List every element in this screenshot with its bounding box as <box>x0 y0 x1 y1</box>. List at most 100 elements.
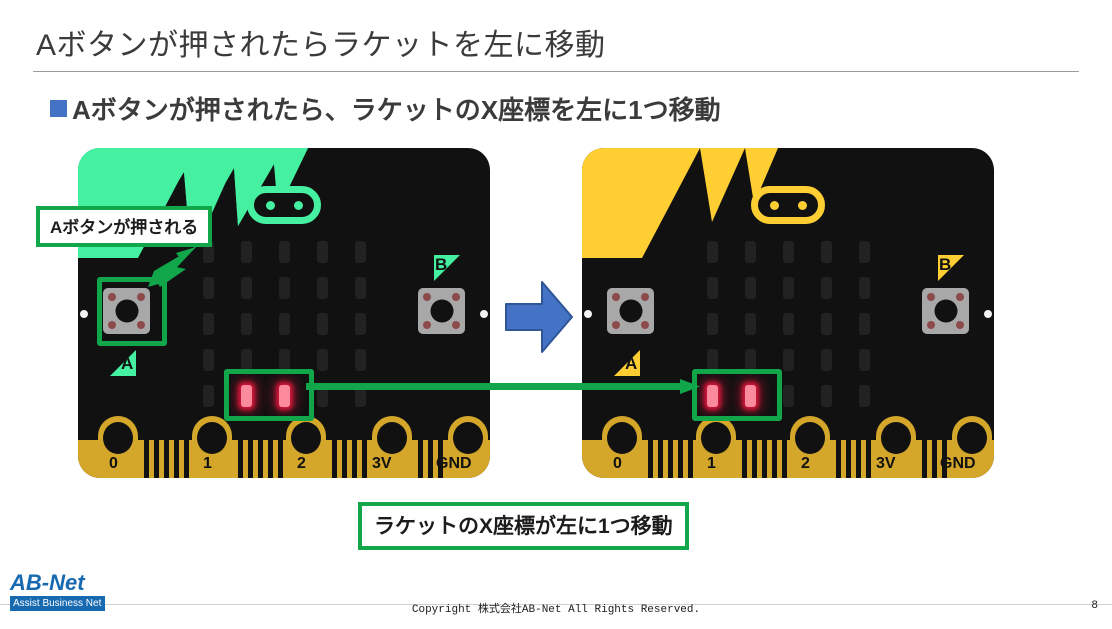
usb-connector-icon <box>247 186 321 224</box>
pin-labels-after: 0 1 2 3V GND <box>582 455 994 475</box>
led <box>202 313 214 335</box>
led <box>316 313 328 335</box>
bullet-row: Aボタンが押されたら、ラケットのX座標を左に1つ移動 <box>50 90 721 127</box>
led <box>354 241 366 263</box>
button-a-marker-label: A <box>121 354 134 373</box>
title-divider <box>33 71 1079 72</box>
led <box>782 385 794 407</box>
solder-pin <box>423 293 431 301</box>
led <box>278 241 290 263</box>
led <box>782 313 794 335</box>
page-number: 8 <box>1091 600 1098 612</box>
pin-label: GND <box>436 455 472 472</box>
led <box>240 277 252 299</box>
led <box>744 349 756 371</box>
copyright-text: Copyright 株式会社AB-Net All Rights Reserved… <box>411 604 701 616</box>
led <box>858 349 870 371</box>
button-a-marker: A <box>108 348 138 378</box>
highlight-box-paddle-after <box>692 369 782 421</box>
solder-pin <box>612 321 620 329</box>
solder-pin <box>641 293 649 301</box>
led <box>744 241 756 263</box>
button-a[interactable] <box>607 288 654 334</box>
logo-tagline: Assist Business Net <box>10 596 105 611</box>
led <box>706 277 718 299</box>
page-title: Aボタンが押されたらラケットを左に移動 <box>36 29 606 62</box>
solder-pin <box>108 321 116 329</box>
solder-pin <box>137 293 145 301</box>
button-b-marker: B <box>936 253 966 283</box>
led <box>240 313 252 335</box>
button-a[interactable] <box>103 288 150 334</box>
usb-dot-right <box>797 200 807 210</box>
solder-pin <box>612 293 620 301</box>
led <box>316 241 328 263</box>
led <box>278 349 290 371</box>
bullet-text: Aボタンが押されたら、ラケットのX座標を左に1つ移動 <box>72 95 721 125</box>
button-b-marker: B <box>432 253 462 283</box>
callout-paddle-moved: ラケットのX座標が左に1つ移動 <box>358 502 689 550</box>
led-matrix-before <box>189 234 379 414</box>
led <box>858 385 870 407</box>
bullet-square-icon <box>50 100 67 117</box>
button-a-marker: A <box>612 348 642 378</box>
led <box>278 313 290 335</box>
usb-dot-right <box>293 200 303 210</box>
led <box>858 241 870 263</box>
led <box>202 277 214 299</box>
button-b[interactable] <box>418 288 465 334</box>
led <box>278 385 290 407</box>
solder-pin <box>927 321 935 329</box>
pin-label: 0 <box>613 455 622 472</box>
edge-connector-after <box>582 416 994 478</box>
led-matrix-after <box>693 234 883 414</box>
led <box>354 277 366 299</box>
pin-label: 2 <box>297 455 306 472</box>
pin-label: 3V <box>876 455 896 472</box>
button-a-cap[interactable] <box>619 299 642 323</box>
pin-label: 0 <box>109 455 118 472</box>
led <box>278 277 290 299</box>
edge-mount-hole-right <box>984 310 992 318</box>
led <box>820 241 832 263</box>
led <box>354 385 366 407</box>
corner-zigzag-decoration <box>582 148 812 258</box>
led <box>744 313 756 335</box>
led <box>354 313 366 335</box>
pin-labels-before: 0 1 2 3V GND <box>78 455 490 475</box>
edge-mount-hole-left <box>584 310 592 318</box>
solder-pin <box>927 293 935 301</box>
solder-pin <box>452 293 460 301</box>
highlight-box-button-a <box>97 277 167 346</box>
company-logo: AB-Net Assist Business Net <box>10 572 105 611</box>
transition-block-arrow <box>505 281 573 353</box>
pin-label: 2 <box>801 455 810 472</box>
led <box>202 349 214 371</box>
led <box>782 277 794 299</box>
led <box>782 349 794 371</box>
led <box>354 349 366 371</box>
led <box>820 385 832 407</box>
edge-mount-hole-right <box>480 310 488 318</box>
solder-pin <box>452 321 460 329</box>
led <box>858 313 870 335</box>
led <box>858 277 870 299</box>
solder-pin <box>956 321 964 329</box>
led <box>240 385 252 407</box>
led <box>706 313 718 335</box>
callout-arrow-icon <box>148 245 198 287</box>
highlight-box-paddle-before <box>224 369 314 421</box>
button-a-marker-label: A <box>625 354 638 373</box>
solder-pin <box>641 321 649 329</box>
led <box>706 349 718 371</box>
edge-connector-before <box>78 416 490 478</box>
usb-dot-left <box>769 200 779 210</box>
button-b[interactable] <box>922 288 969 334</box>
led <box>744 385 756 407</box>
led <box>706 241 718 263</box>
button-b-cap[interactable] <box>934 299 957 323</box>
edge-mount-hole-left <box>80 310 88 318</box>
button-a-cap[interactable] <box>115 299 138 323</box>
button-b-cap[interactable] <box>430 299 453 323</box>
button-b-marker-label: B <box>435 255 448 274</box>
